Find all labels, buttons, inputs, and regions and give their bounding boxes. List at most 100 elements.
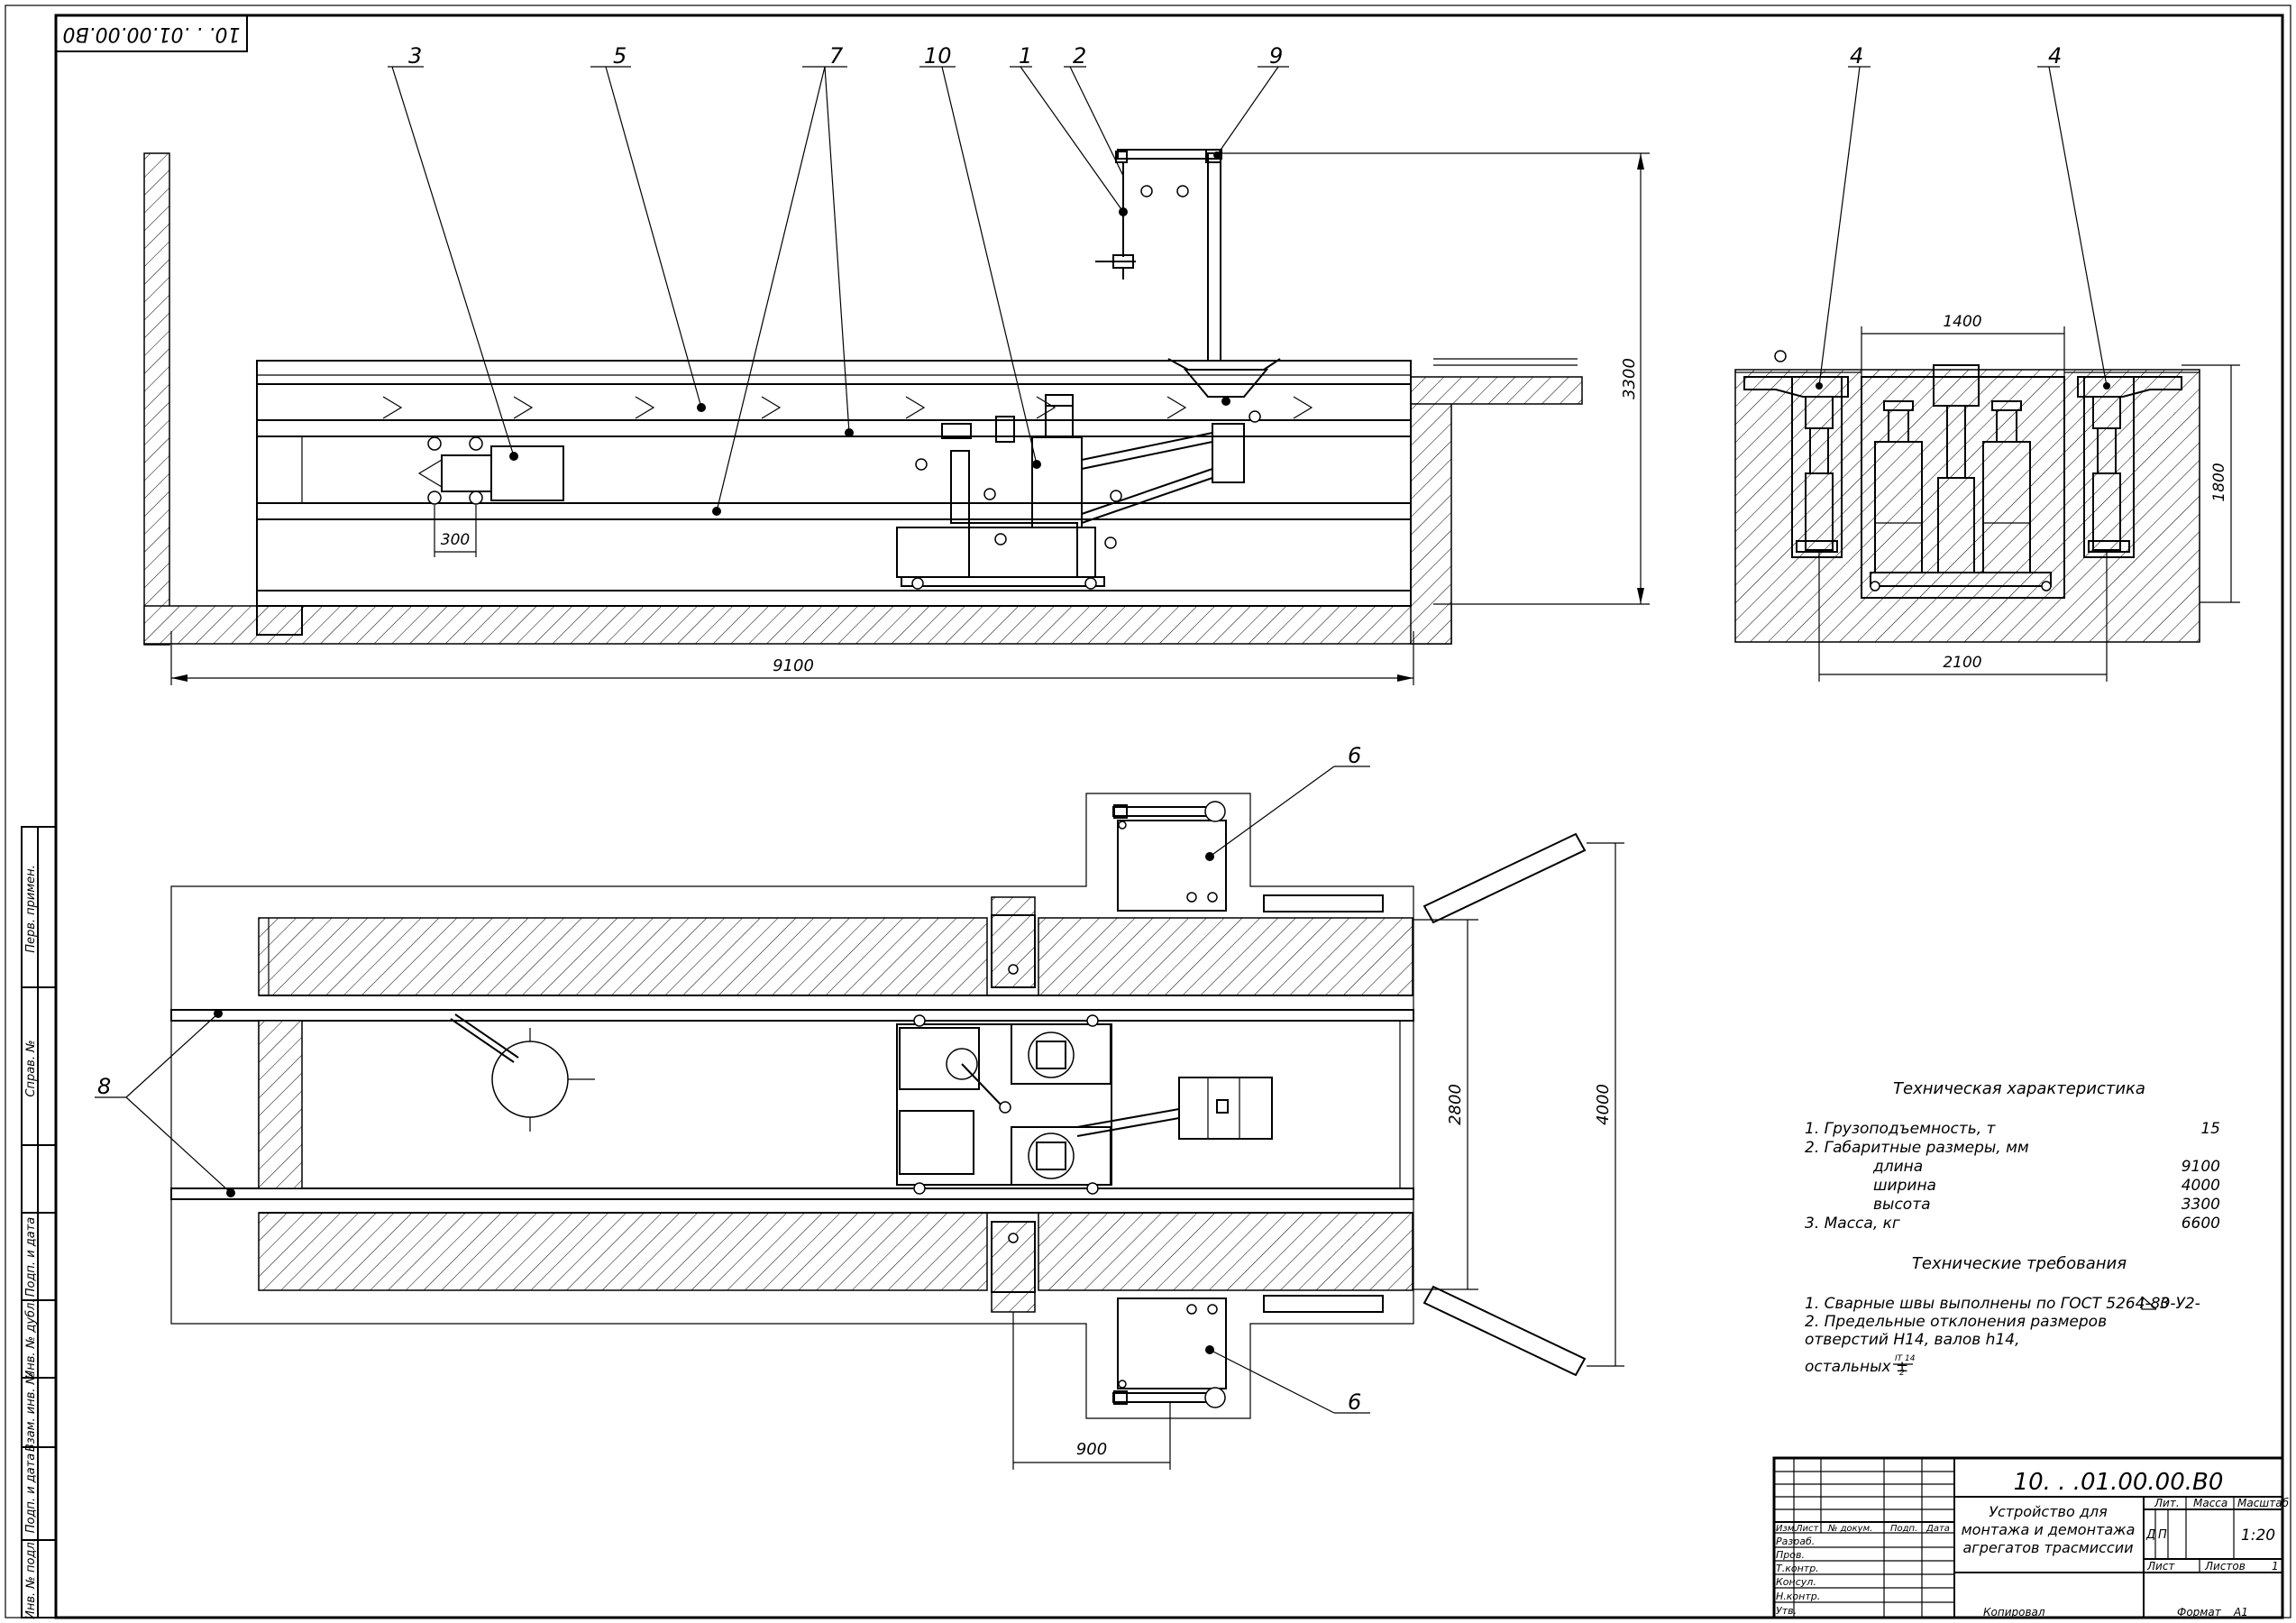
overhead-arm (1095, 149, 1281, 406)
tech-spec-title: Техническая характеристика (1893, 1079, 2145, 1098)
dimension-section-width-bottom (1818, 552, 2108, 682)
side-stamp-perv-primen: Перв. примен. (24, 865, 38, 953)
tech-spec-row-6-label: 3. Масса, кг (1805, 1215, 1900, 1233)
tb-role-prov: Пров. (1776, 1549, 1805, 1561)
tech-spec-row-3-value: 9100 (2182, 1158, 2220, 1176)
beam-bottom (256, 590, 1412, 607)
stand-6-bottom (1112, 1295, 1384, 1408)
tb-code: 10. . .01.00.00.В0 (2014, 1469, 2224, 1496)
tb-name-line-1: Устройство для (1989, 1503, 2108, 1520)
tech-req-line-3: отверстий H14, валов h14, (1805, 1331, 2019, 1349)
tb-role-utv: Утв. (1776, 1605, 1797, 1617)
dim-section-width-top: 1400 (1943, 313, 1981, 331)
section-ground (1734, 369, 2200, 643)
dimension-offset (1012, 1312, 1171, 1470)
plan-lift (896, 1014, 1273, 1195)
plan-view: 8 6 6 2800 4000 900 (95, 743, 1624, 1470)
side-stamp-vzam: Взам. инв. № (24, 1372, 38, 1452)
tech-spec-row-4-value: 4000 (2182, 1177, 2220, 1195)
tb-scale-header: Масштаб (2237, 1497, 2290, 1509)
lift-unit-10 (896, 394, 1245, 590)
dim-offset: 900 (1076, 1440, 1107, 1459)
tb-lit-d: Д (2145, 1528, 2155, 1542)
tb-col-data: Дата (1926, 1524, 1950, 1534)
dim-section-width-bottom: 2100 (1943, 654, 1981, 672)
side-stamp-inv-podl: Инв. № подл. (24, 1538, 38, 1619)
stand-6-top (1112, 801, 1384, 912)
tech-spec-row-5-value: 3300 (2182, 1196, 2220, 1214)
tech-req-line-4: остальных ± (1805, 1358, 1908, 1376)
dimension-height (1221, 152, 1650, 605)
outer-frame (5, 5, 2291, 1618)
tech-req-tolerance-den: 2 (1899, 1369, 1905, 1378)
pit-wall-left (143, 152, 170, 646)
dim-track-width: 2800 (1446, 1084, 1465, 1125)
dimension-section-depth (2182, 364, 2240, 603)
tech-spec-row-1-label: 1. Грузоподъемность, т (1805, 1120, 1997, 1138)
tech-req-tolerance-num: IT 14 (1895, 1354, 1916, 1363)
tb-name-line-3: агрегатов трасмиссии (1963, 1539, 2134, 1556)
ramp-bottom (1422, 1285, 1587, 1377)
callout-leaders-side (388, 66, 1289, 512)
tb-role-nkontr: Н.контр. (1776, 1591, 1820, 1602)
ramp-top (1422, 832, 1587, 924)
callout-9: 9 (1269, 43, 1283, 69)
dim-overall-width: 4000 (1594, 1084, 1613, 1125)
tb-role-tkontr: Т.контр. (1776, 1563, 1819, 1574)
tech-req-line-2: 2. Предельные отклонения размеров (1805, 1313, 2107, 1331)
tech-req-title: Технические требования (1912, 1254, 2127, 1273)
end-grate (258, 1020, 303, 1189)
tb-col-docum: № докум. (1827, 1524, 1872, 1534)
tb-role-razrab: Разраб. (1776, 1536, 1815, 1547)
tb-format-label: Формат (2177, 1606, 2222, 1618)
tb-name-line-2: монтажа и демонтажа (1962, 1521, 2136, 1538)
plan-outline (170, 793, 1414, 1419)
side-elevation-view: 3 5 7 10 1 2 9 9100 3300 300 (143, 43, 1650, 685)
tb-format: А1 (2233, 1606, 2248, 1618)
callout-3: 3 (408, 43, 422, 69)
tb-col-podp: Подп. (1890, 1524, 1917, 1534)
title-block-rows (1774, 1471, 1954, 1603)
side-stamp-podp-2: Подп. и дата (24, 1453, 38, 1534)
tech-spec-row-1-value: 15 (2200, 1120, 2220, 1138)
top-stamp: 10. . .01.00.00.В0 (55, 14, 248, 52)
callout-6-bottom: 6 (1348, 1389, 1361, 1415)
upper-rail (256, 360, 1412, 385)
dimension-length (170, 631, 1414, 685)
tech-spec-row-5-label: высота (1873, 1196, 1931, 1214)
dimension-section-width-top (1861, 326, 2065, 377)
side-stamp-inv-dubl: Инв. № дубл. (24, 1299, 38, 1380)
tech-spec-row-6-value: 6600 (2182, 1215, 2220, 1233)
dimension-track-width (1413, 919, 1478, 1290)
title-block: Изм. Лист № докум. Подп. Дата Разраб. Пр… (1772, 1456, 2290, 1619)
hatched-block-bottom (258, 1212, 988, 1291)
tb-role-konsul: Консул. (1776, 1576, 1816, 1588)
pit-wall-right (1410, 378, 1452, 645)
top-stamp-code: 10. . .01.00.00.В0 (62, 23, 240, 45)
tb-lit-header: Лит. (2154, 1497, 2180, 1509)
tb-mass-header: Масса (2193, 1497, 2227, 1509)
tb-sheets-count: 1 (2272, 1560, 2279, 1573)
tb-col-izm: Изм. (1776, 1524, 1797, 1534)
pit-floor (143, 605, 1452, 645)
side-stamp-podp-1: Подп. и дата (24, 1217, 38, 1297)
plan-round-carriage (450, 1013, 595, 1132)
hatched-block-bottom-right (1038, 1212, 1413, 1291)
tech-spec-row-3-label: длина (1872, 1158, 1923, 1176)
side-stamp-sprav: Справ. № (24, 1040, 38, 1096)
callout-10: 10 (924, 43, 952, 69)
post-4-right (2077, 376, 2182, 553)
tech-spec-block: Техническая характеристика 1. Грузоподъе… (1805, 1079, 2220, 1233)
tb-sheets-label: Листов (2204, 1560, 2246, 1573)
end-section-view: 4 4 1400 1800 2100 (1734, 43, 2240, 682)
callout-2: 2 (1073, 43, 1086, 69)
tb-scale-value: 1:20 (2241, 1527, 2275, 1545)
callout-4-right: 4 (2048, 43, 2062, 69)
callout-6-top: 6 (1348, 743, 1361, 768)
tb-copied: Копировал (1983, 1606, 2045, 1618)
side-stamp: Перв. примен. Справ. № Подп. и дата Инв.… (21, 826, 57, 1619)
tech-spec-row-4-label: ширина (1873, 1177, 1936, 1195)
section-lift (1870, 364, 2052, 591)
tech-spec-row-2-label: 2. Габаритные размеры, мм (1805, 1139, 2029, 1157)
